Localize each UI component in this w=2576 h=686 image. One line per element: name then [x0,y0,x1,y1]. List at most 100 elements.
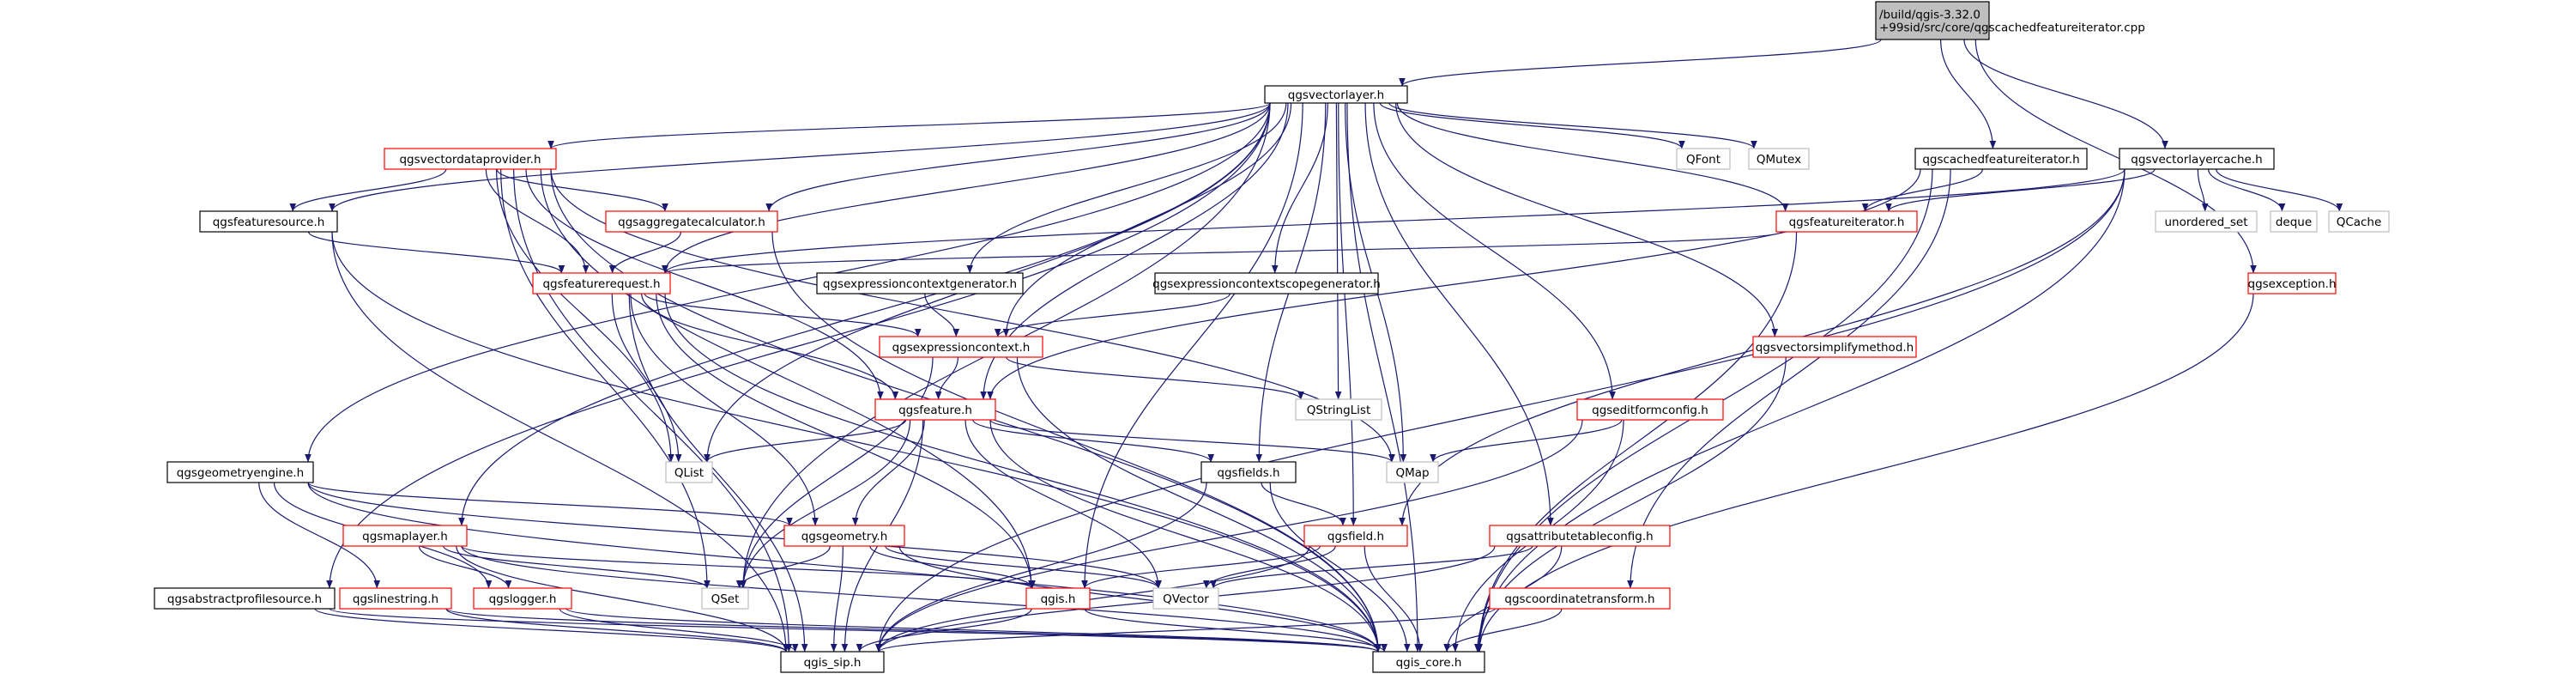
edge-field-to-qgiscore [1364,545,1424,653]
node-box [1372,651,1485,673]
node-label: qgsgeometry.h [801,530,888,543]
node-qcache[interactable]: QCache [2328,210,2390,233]
node-fields[interactable]: qgsfields.h [1200,461,1297,483]
edge-featurerequest-to-feature [641,293,899,400]
edge-vectorlayer-to-vectordataprovider [547,102,1271,149]
edge-featurerequest-to-qgish [656,293,1035,589]
node-field[interactable]: qgsfield.h [1303,525,1408,547]
node-label: QList [674,466,704,480]
node-label: qgsvectorsimplifymethod.h [1756,341,1914,355]
node-box [780,651,885,673]
node-root[interactable]: /build/qgis-3.32.0+99sid/src/core/qgscac… [1875,1,2145,40]
node-editformconfig[interactable]: qgseditformconfig.h [1576,398,1724,421]
node-box [701,587,749,610]
node-exprctxgen[interactable]: qgsexpressioncontextgenerator.h [816,272,1024,294]
node-abstractprofile[interactable]: qgsabstractprofilesource.h [154,587,336,610]
edge-featuresource-to-qgiscore [331,231,1382,653]
node-box [1154,272,1379,294]
edge-geometryengine-to-qvector [307,482,1162,589]
node-qset[interactable]: QSet [701,587,749,610]
node-label: unordered_set [2164,216,2247,229]
edge-featureiterator-to-featurerequest [662,231,1782,274]
node-qgiscore[interactable]: qgis_core.h [1372,651,1485,673]
edge-vectorlayercache-to-deque [2207,168,2286,212]
node-label: qgis.h [1041,592,1076,606]
node-deque[interactable]: deque [2270,210,2318,233]
node-logger[interactable]: qgslogger.h [473,587,572,610]
edge-vectorlayer-to-qgish [1081,102,1303,589]
node-exprctxscopegen[interactable]: qgsexpressioncontextscopegenerator.h [1152,272,1381,294]
node-label: QCache [2337,216,2382,229]
node-qlist[interactable]: QList [665,461,713,483]
node-vectorlayercache[interactable]: qgsvectorlayercache.h [2119,148,2275,170]
node-label: qgsexpressioncontextgenerator.h [823,277,1017,291]
node-qmutex[interactable]: QMutex [1748,148,1810,170]
node-geometryengine[interactable]: qgsgeometryengine.h [166,461,314,483]
edge-geometry-to-qgiscore [898,545,1382,653]
node-feature[interactable]: qgsfeature.h [874,398,996,421]
edge-vectordataprovider-to-feature [525,168,884,400]
edge-maplayer-to-logger [418,545,512,589]
edge-featurerequest-to-exprcontext [644,293,922,337]
node-label: qgsfeature.h [898,404,972,417]
edge-vectorlayer-to-field [1338,102,1358,526]
node-label: qgsfield.h [1327,530,1384,543]
node-featuresource[interactable]: qgsfeaturesource.h [199,210,338,233]
node-qvector[interactable]: QVector [1152,587,1219,610]
node-exception[interactable]: qgsexception.h [2247,272,2337,294]
node-aggregatecalc[interactable]: qgsaggregatecalculator.h [605,210,778,233]
edge-vectorlayercache-to-featurerequest [662,168,2126,274]
node-label: qgsgeometryengine.h [177,466,305,480]
edge-featurerequest-to-geometry [630,293,819,526]
node-featurerequest[interactable]: qgsfeaturerequest.h [532,272,671,294]
node-box [1914,148,2088,170]
node-label: qgsaggregatecalculator.h [618,216,765,229]
node-box [1748,148,1810,170]
node-qgish[interactable]: qgis.h [1025,587,1091,610]
node-linestring[interactable]: qgslinestring.h [339,587,452,610]
node-qstringlist[interactable]: QStringList [1295,398,1382,421]
edge-feature-to-qmap [989,419,1395,463]
edge-exprcontext-to-qgiscore [1016,356,1382,653]
node-label: qgsvectorlayercache.h [2131,153,2262,167]
edge-abstractprofile-to-qgissip [314,608,789,653]
edge-qgish-to-qgissip [856,608,1032,653]
node-label: qgsexpressioncontext.h [892,341,1031,355]
node-label: QStringList [1307,404,1371,417]
node-cachedfeatit[interactable]: qgscachedfeatureiterator.h [1914,148,2088,170]
node-box [532,272,671,294]
node-box [879,336,1043,358]
node-qgissip[interactable]: qgis_sip.h [780,651,885,673]
node-box [339,587,452,610]
node-label: qgscachedfeatureiterator.h [1922,153,2079,167]
node-label: qgsmaplayer.h [362,530,448,543]
edge-fields-to-field [1261,482,1346,526]
node-box [1576,398,1724,421]
node-label: /build/qgis-3.32.0 [1879,9,1980,22]
edge-coordtransform-to-qgiscore [1443,608,1563,653]
edge-geometry-to-qset [735,545,831,589]
node-unordered[interactable]: unordered_set [2155,210,2258,233]
edge-vectorlayer-to-vectorsimplify [1395,102,1779,337]
node-vectorsimplify[interactable]: qgsvectorsimplifymethod.h [1752,336,1917,358]
node-box [783,525,905,547]
node-label: qgscoordinatetransform.h [1504,592,1654,606]
node-qmap[interactable]: QMap [1386,461,1439,483]
node-exprcontext[interactable]: qgsexpressioncontext.h [879,336,1043,358]
node-attrtableconfig[interactable]: qgsattributetableconfig.h [1489,525,1671,547]
node-featureiterator[interactable]: qgsfeatureiterator.h [1775,210,1918,233]
node-label: qgis_sip.h [804,656,862,670]
edge-coordtransform-to-qgissip [875,608,1496,653]
edge-vectorlayer-to-qgiscore [1346,102,1421,653]
dependency-edges [258,39,2343,653]
node-geometry[interactable]: qgsgeometry.h [783,525,905,547]
node-vectorlayer[interactable]: qgsvectorlayer.h [1264,85,1408,104]
node-maplayer[interactable]: qgsmaplayer.h [342,525,468,547]
node-vectordataprovider[interactable]: qgsvectordataprovider.h [384,148,557,170]
node-qfont[interactable]: QFont [1676,148,1731,170]
node-box [605,210,778,233]
edge-vectorlayer-to-qmutex [1388,102,1757,149]
edge-feature-to-geometry [851,419,925,526]
edge-cachedfeatit-to-coordtransform [1627,168,1951,589]
node-coordtransform[interactable]: qgscoordinatetransform.h [1489,587,1671,610]
